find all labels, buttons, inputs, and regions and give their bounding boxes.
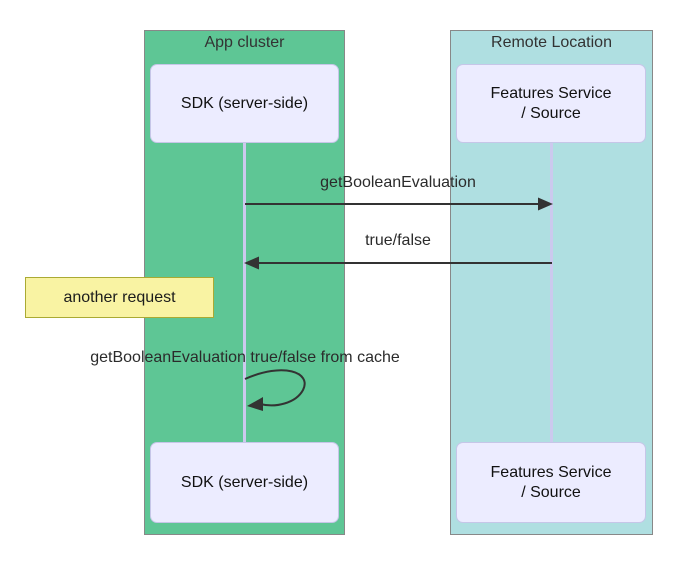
actor-box-features-top: Features Service / Source [456, 64, 646, 143]
frame-title-remote-location: Remote Location [491, 34, 612, 51]
actor-box-sdk-bottom: SDK (server-side) [150, 442, 339, 523]
note-another-request: another request [25, 277, 214, 318]
message-label-true-false: true/false [365, 232, 431, 249]
arrowhead-right-icon [538, 197, 553, 211]
arrowhead-self-loop-icon [247, 397, 263, 411]
actor-label-features-bottom-line2: / Source [521, 483, 581, 501]
actor-label-sdk-top: SDK (server-side) [180, 94, 309, 112]
actor-label-features-bottom-line1: Features Service [490, 463, 612, 481]
message-label-get-boolean-evaluation: getBooleanEvaluation [320, 174, 476, 191]
actor-label-features-top-line1: Features Service [490, 84, 612, 102]
actor-box-sdk-top: SDK (server-side) [150, 64, 339, 143]
note-label: another request [63, 288, 176, 306]
actor-label-features-top-line2: / Source [521, 104, 581, 122]
message-label-cache-self-call: getBooleanEvaluation true/false from cac… [90, 349, 400, 366]
self-loop-arrow [244, 369, 306, 407]
frame-title-app-cluster: App cluster [204, 34, 285, 51]
actor-box-features-bottom: Features Service / Source [456, 442, 646, 523]
actor-label-sdk-bottom: SDK (server-side) [180, 473, 309, 491]
arrowhead-left-icon [244, 256, 259, 270]
